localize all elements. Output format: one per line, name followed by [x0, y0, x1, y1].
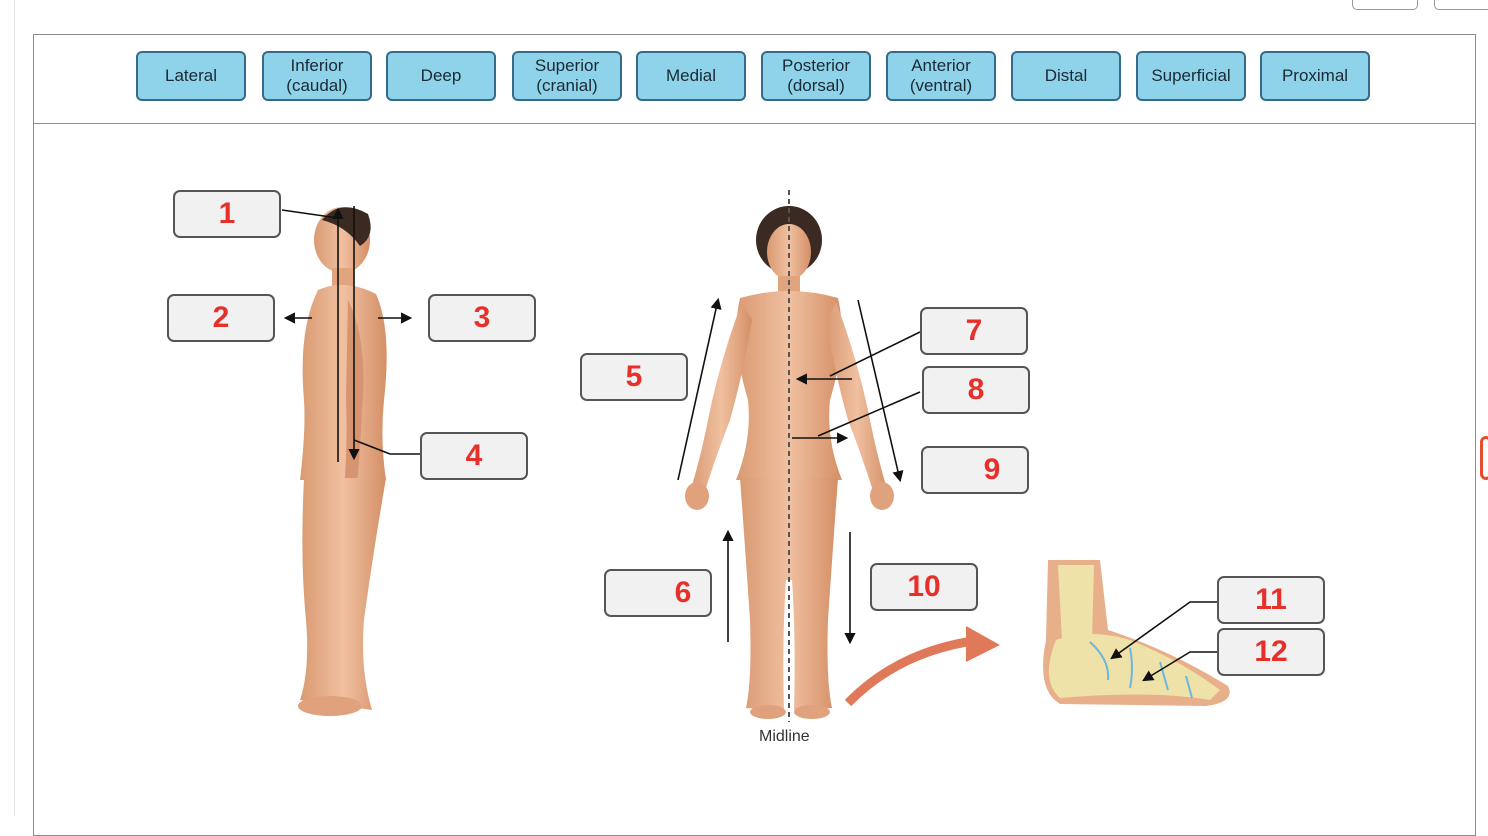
anterior-view-figure [685, 190, 894, 722]
term-superior[interactable]: Superior (cranial) [512, 51, 622, 101]
target-6[interactable]: 6 [604, 569, 712, 617]
term-posterior[interactable]: Posterior (dorsal) [761, 51, 871, 101]
target-11[interactable]: 11 [1217, 576, 1325, 624]
target-3[interactable]: 3 [428, 294, 536, 342]
term-inferior[interactable]: Inferior (caudal) [262, 51, 372, 101]
target-12[interactable]: 12 [1217, 628, 1325, 676]
target-1[interactable]: 1 [173, 190, 281, 238]
target-2[interactable]: 2 [167, 294, 275, 342]
target-8[interactable]: 8 [922, 366, 1030, 414]
term-deep[interactable]: Deep [386, 51, 496, 101]
target-4[interactable]: 4 [420, 432, 528, 480]
anatomy-figure [281, 190, 1230, 722]
term-distal[interactable]: Distal [1011, 51, 1121, 101]
target-10[interactable]: 10 [870, 563, 978, 611]
term-bank: Lateral Inferior (caudal) Deep Superior … [34, 35, 1475, 124]
direction-arrows [281, 206, 1218, 682]
term-lateral[interactable]: Lateral [136, 51, 246, 101]
term-proximal[interactable]: Proximal [1260, 51, 1370, 101]
foot-detail [1043, 560, 1230, 706]
toolbar-button-1[interactable] [1352, 0, 1418, 10]
curved-arrow-head [966, 626, 1000, 662]
target-9[interactable]: 9 [921, 446, 1029, 494]
target-7[interactable]: 7 [920, 307, 1028, 355]
term-superficial[interactable]: Superficial [1136, 51, 1246, 101]
curved-arrow [844, 635, 981, 707]
offscreen-marker [1480, 436, 1488, 480]
toolbar-button-2[interactable] [1434, 0, 1488, 10]
left-divider [14, 0, 15, 816]
term-anterior[interactable]: Anterior (ventral) [886, 51, 996, 101]
midline-label: Midline [759, 728, 810, 745]
term-medial[interactable]: Medial [636, 51, 746, 101]
target-5[interactable]: 5 [580, 353, 688, 401]
side-view-figure [298, 207, 387, 716]
